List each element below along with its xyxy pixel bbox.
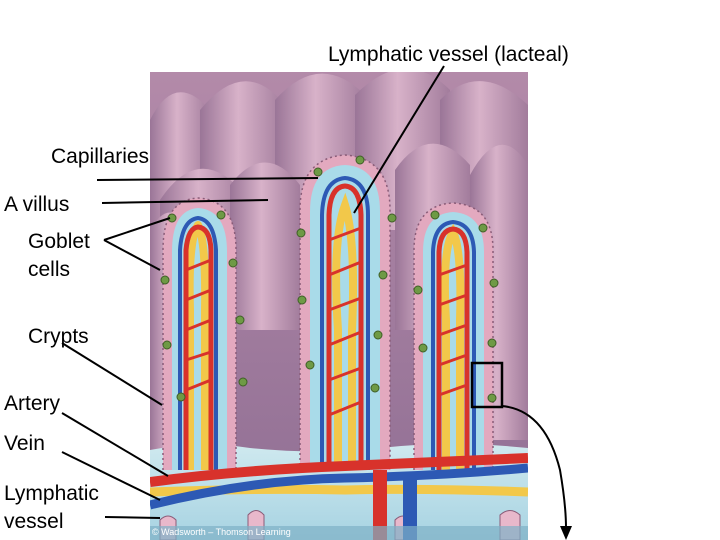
label-goblet-line2: cells: [28, 258, 71, 281]
label-villus: A villus: [4, 193, 70, 216]
artery-vessel: [150, 453, 528, 487]
villus-middle: [299, 154, 391, 470]
label-artery: Artery: [4, 392, 61, 415]
vein-vessel: [150, 463, 528, 510]
villus-right: [413, 202, 494, 470]
label-goblet-line1: Goblet: [28, 230, 90, 253]
label-capillaries: Capillaries: [51, 145, 150, 168]
label-lymphatic-line1: Lymphatic: [4, 482, 99, 505]
label-vein: Vein: [4, 432, 45, 455]
label-lymphatic-line2: vessel: [4, 510, 64, 533]
magnify-box: [470, 361, 504, 409]
magnify-arrow: [501, 405, 567, 529]
label-lacteal: Lymphatic vessel (lacteal): [328, 43, 569, 66]
label-crypts: Crypts: [28, 325, 89, 348]
magnify-arrowhead: [560, 526, 572, 540]
copyright-credit: © Wadsworth – Thomson Learning: [152, 527, 291, 537]
goblet-cells: [160, 155, 499, 403]
leader-lines: [61, 65, 445, 519]
villus-left: [162, 197, 237, 470]
